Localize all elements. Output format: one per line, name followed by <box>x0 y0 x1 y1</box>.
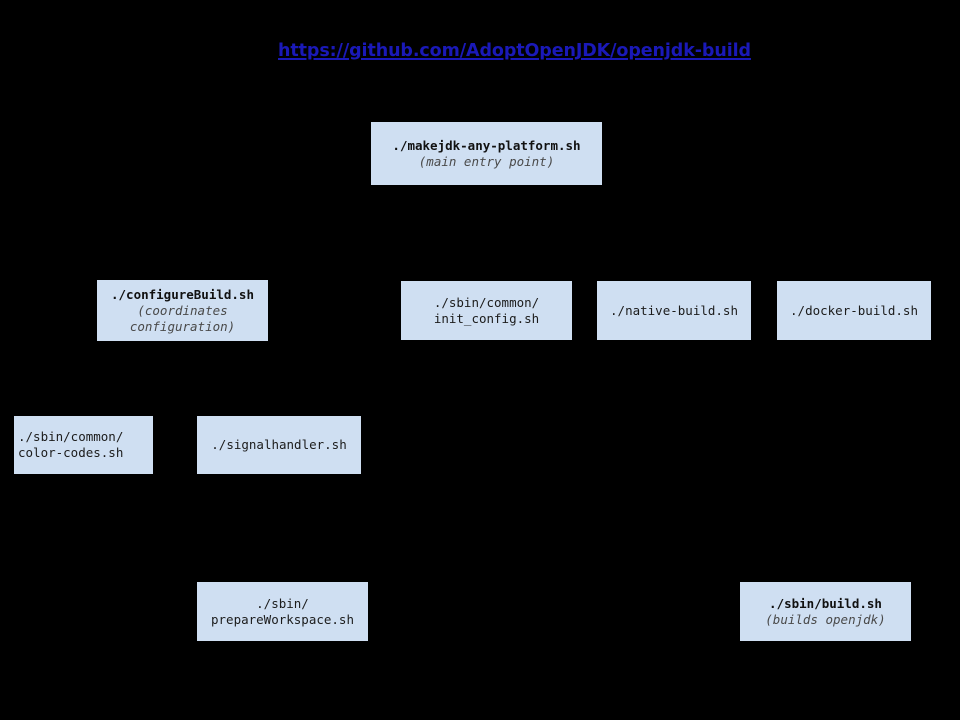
node-subtitle-line-1: (coordinates <box>137 302 228 318</box>
node-init-config[interactable]: ./sbin/common/ init_config.sh <box>401 281 572 340</box>
node-configure-build[interactable]: ./configureBuild.sh (coordinates configu… <box>97 280 268 341</box>
node-signalhandler[interactable]: ./signalhandler.sh <box>197 416 361 474</box>
node-title-line-2: color-codes.sh <box>18 445 124 460</box>
node-color-codes[interactable]: ./sbin/common/ color-codes.sh <box>14 416 153 474</box>
node-title-line-1: ./sbin/ <box>256 595 309 611</box>
node-docker-build[interactable]: ./docker-build.sh <box>777 281 931 340</box>
node-title-line-1: ./sbin/common/ <box>433 294 540 310</box>
node-title: ./signalhandler.sh <box>211 437 347 452</box>
node-title-line-1: ./sbin/common/ <box>18 429 124 444</box>
node-prepare-workspace[interactable]: ./sbin/ prepareWorkspace.sh <box>197 582 368 641</box>
node-title: ./native-build.sh <box>610 302 738 318</box>
node-title: ./configureBuild.sh <box>111 286 254 302</box>
node-subtitle: (main entry point) <box>418 153 555 169</box>
node-title-line-2: init_config.sh <box>433 310 540 326</box>
node-subtitle: (builds openjdk) <box>765 611 886 627</box>
node-makejdk-any-platform[interactable]: ./makejdk-any-platform.sh (main entry po… <box>371 122 602 185</box>
repository-url-link[interactable]: https://github.com/AdoptOpenJDK/openjdk-… <box>278 41 751 61</box>
node-sbin-build[interactable]: ./sbin/build.sh (builds openjdk) <box>740 582 911 641</box>
node-native-build[interactable]: ./native-build.sh <box>597 281 751 340</box>
node-title: ./docker-build.sh <box>790 302 918 318</box>
node-title: ./sbin/build.sh <box>769 595 882 611</box>
node-title-line-2: prepareWorkspace.sh <box>211 611 354 627</box>
node-title: ./makejdk-any-platform.sh <box>392 137 581 153</box>
node-subtitle-line-2: configuration) <box>129 318 236 334</box>
